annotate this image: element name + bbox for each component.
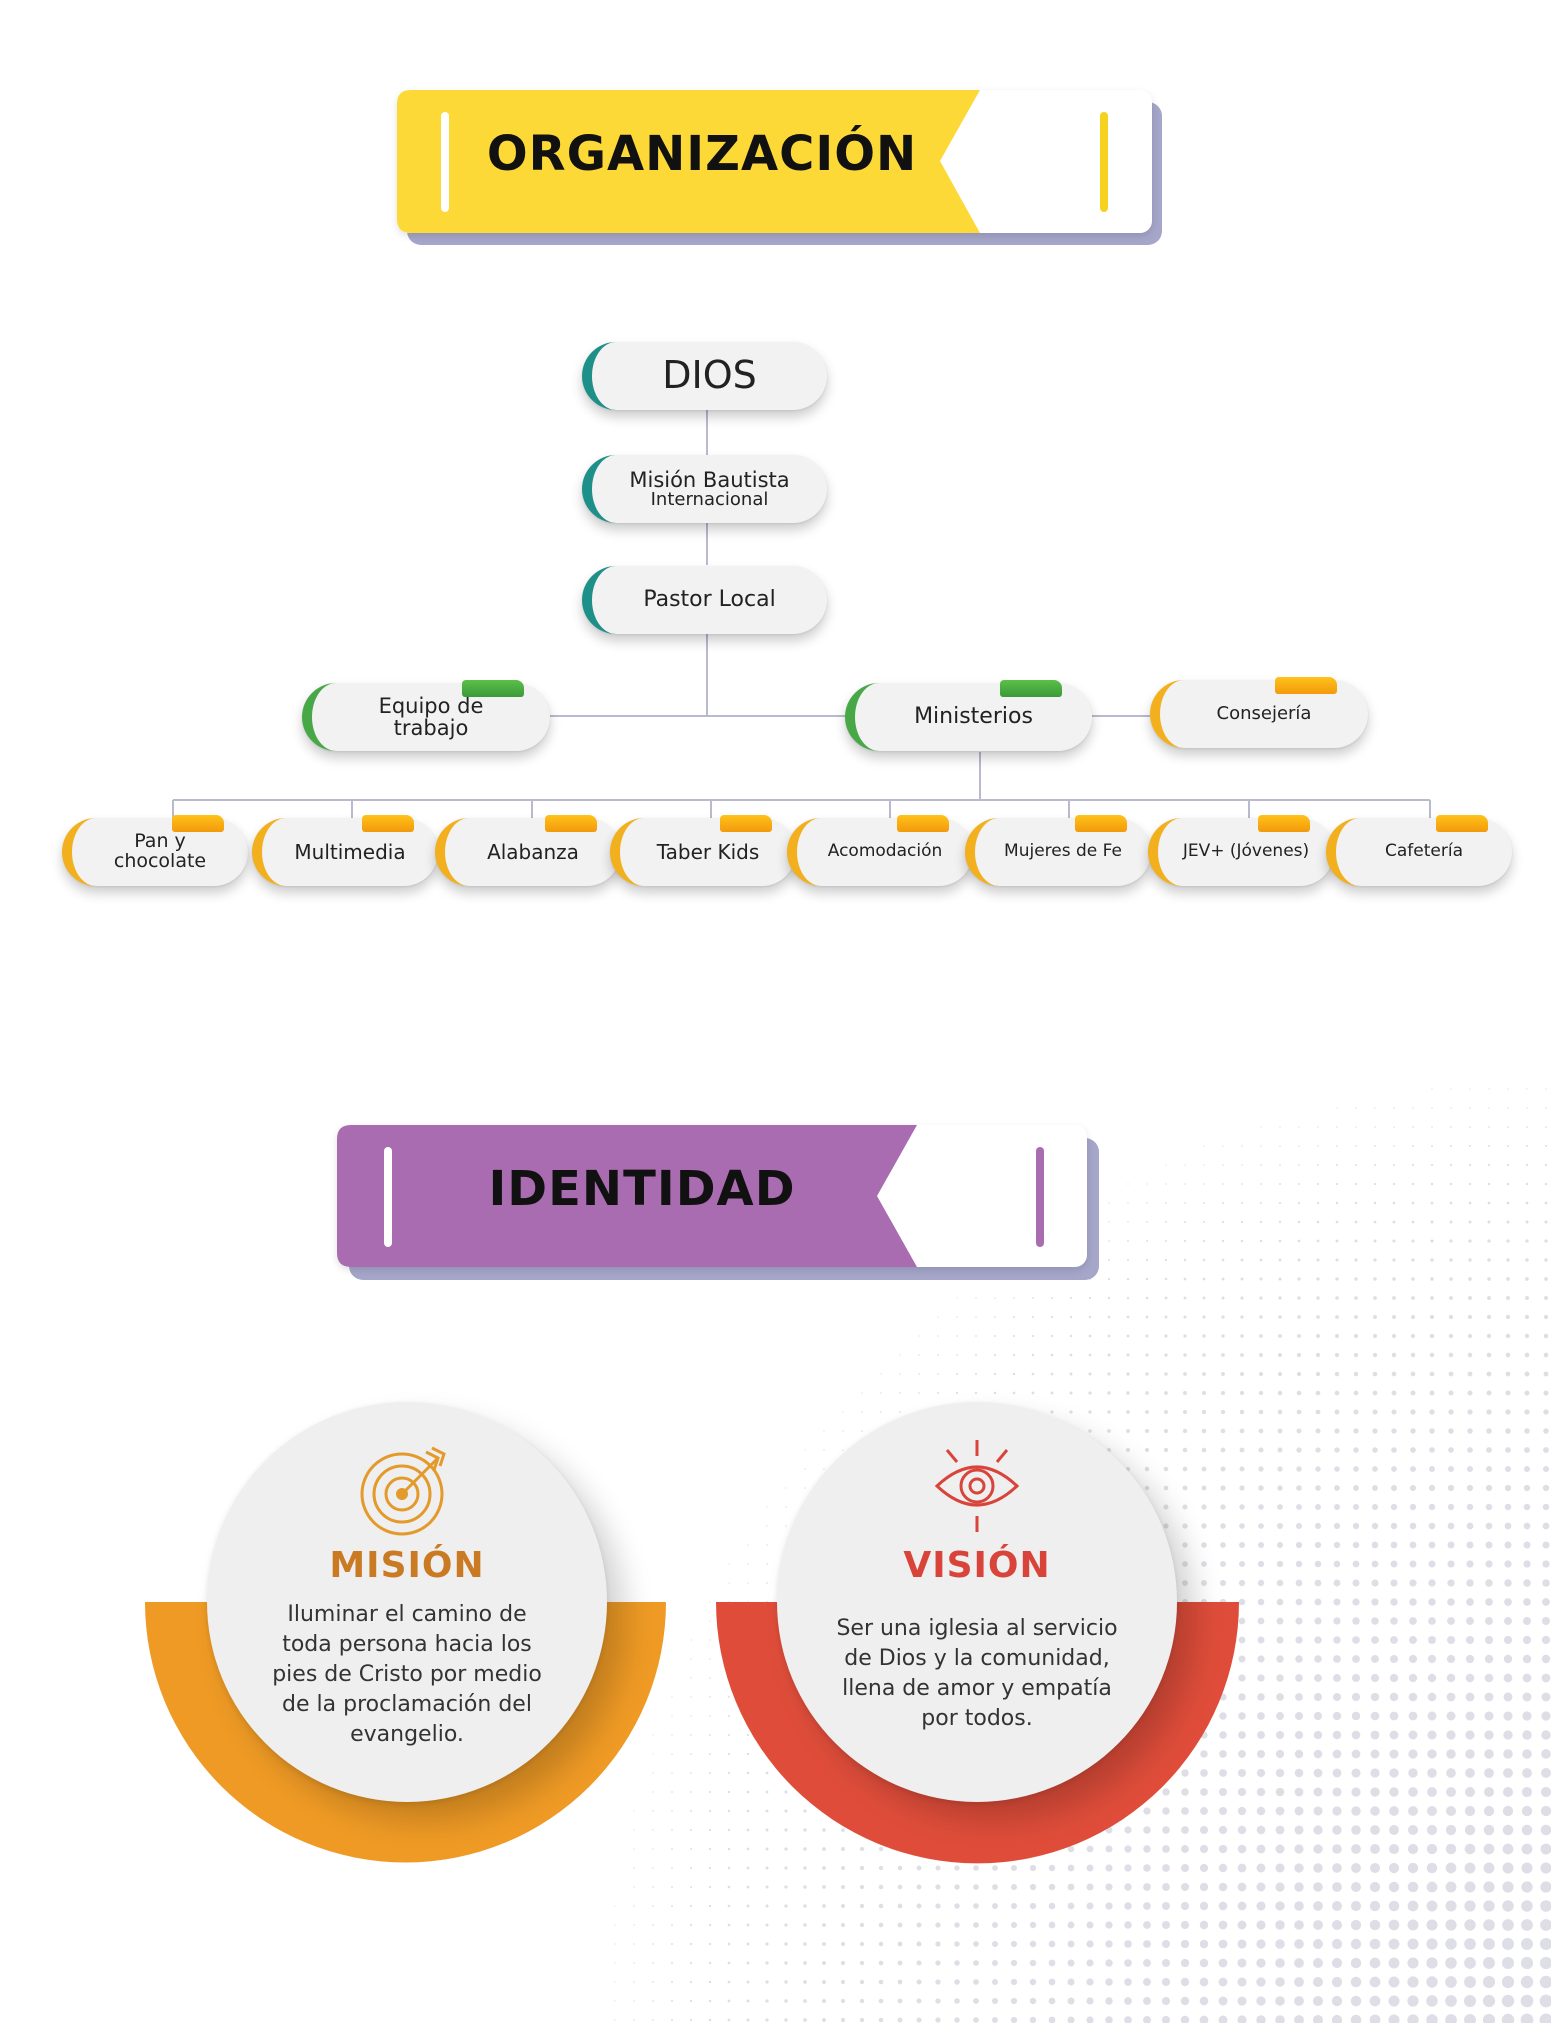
ministry-node: Alabanza bbox=[435, 815, 621, 886]
node-pastor-local: Pastor Local bbox=[582, 566, 827, 634]
eye-icon bbox=[934, 1440, 1020, 1532]
ministry-node: Mujeres de Fe bbox=[965, 815, 1151, 886]
node-tab bbox=[362, 815, 414, 832]
ministry-node-label: Mujeres de Fe bbox=[1004, 841, 1122, 862]
mision-title: MISIÓN bbox=[329, 1545, 485, 1586]
node-dios-label: DIOS bbox=[662, 353, 757, 398]
node-tab bbox=[1258, 815, 1310, 832]
vision-text: Ser una iglesia al servicio de Dios y la… bbox=[836, 1616, 1118, 1731]
mision-circle bbox=[207, 1402, 607, 1802]
node-tab bbox=[897, 815, 949, 832]
node-dios: DIOS bbox=[582, 342, 827, 410]
node-tab bbox=[1275, 677, 1337, 694]
ministry-node: Multimedia bbox=[252, 815, 438, 886]
ministry-node-label: JEV+ (Jóvenes) bbox=[1182, 841, 1310, 862]
node-equipo-de-trabajo: Equipo de trabajo bbox=[302, 680, 550, 751]
ministry-node: Acomodación bbox=[787, 815, 973, 886]
organization-banner: ORGANIZACIÓN bbox=[397, 90, 1162, 250]
ministry-node: Taber Kids bbox=[610, 815, 796, 886]
node-tab bbox=[1436, 815, 1488, 832]
node-tab bbox=[462, 680, 524, 697]
node-ministerios-label: Ministerios bbox=[914, 704, 1033, 730]
node-tab bbox=[1075, 815, 1127, 832]
ministry-node-label: Alabanza bbox=[487, 839, 579, 864]
ministry-node-label: Multimedia bbox=[294, 839, 406, 864]
node-mision-bautista-label: Misión Bautista Internacional bbox=[629, 467, 790, 510]
ministry-node-label: Cafetería bbox=[1385, 841, 1463, 862]
node-mision-bautista: Misión Bautista Internacional bbox=[582, 455, 827, 523]
identity-banner-shape bbox=[337, 1125, 1044, 1267]
node-consejeria-label: Consejería bbox=[1216, 702, 1312, 724]
identity-title: IDENTIDAD bbox=[488, 1161, 796, 1217]
node-tab bbox=[172, 815, 224, 832]
node-pastor-local-label: Pastor Local bbox=[643, 587, 776, 613]
node-tab bbox=[1000, 680, 1062, 697]
node-equipo-label: Equipo de trabajo bbox=[378, 693, 484, 740]
node-consejeria: Consejería bbox=[1150, 677, 1368, 748]
node-tab bbox=[545, 815, 597, 832]
organization-banner-shape bbox=[397, 90, 1108, 233]
organization-title: ORGANIZACIÓN bbox=[486, 126, 918, 182]
node-tab bbox=[720, 815, 772, 832]
target-icon bbox=[360, 1446, 446, 1536]
node-ministerios: Ministerios bbox=[845, 680, 1092, 751]
org-connectors bbox=[172, 410, 1431, 818]
ministry-node: JEV+ (Jóvenes) bbox=[1148, 815, 1334, 886]
ministry-node-label: Acomodación bbox=[827, 841, 943, 862]
ministry-node-label: Taber Kids bbox=[656, 839, 760, 864]
ministry-node: Cafetería bbox=[1326, 815, 1512, 886]
mision-text: Iluminar el camino de toda persona hacia… bbox=[272, 1602, 542, 1747]
identity-banner: IDENTIDAD bbox=[337, 1125, 1099, 1285]
vision-title: VISIÓN bbox=[903, 1545, 1051, 1586]
